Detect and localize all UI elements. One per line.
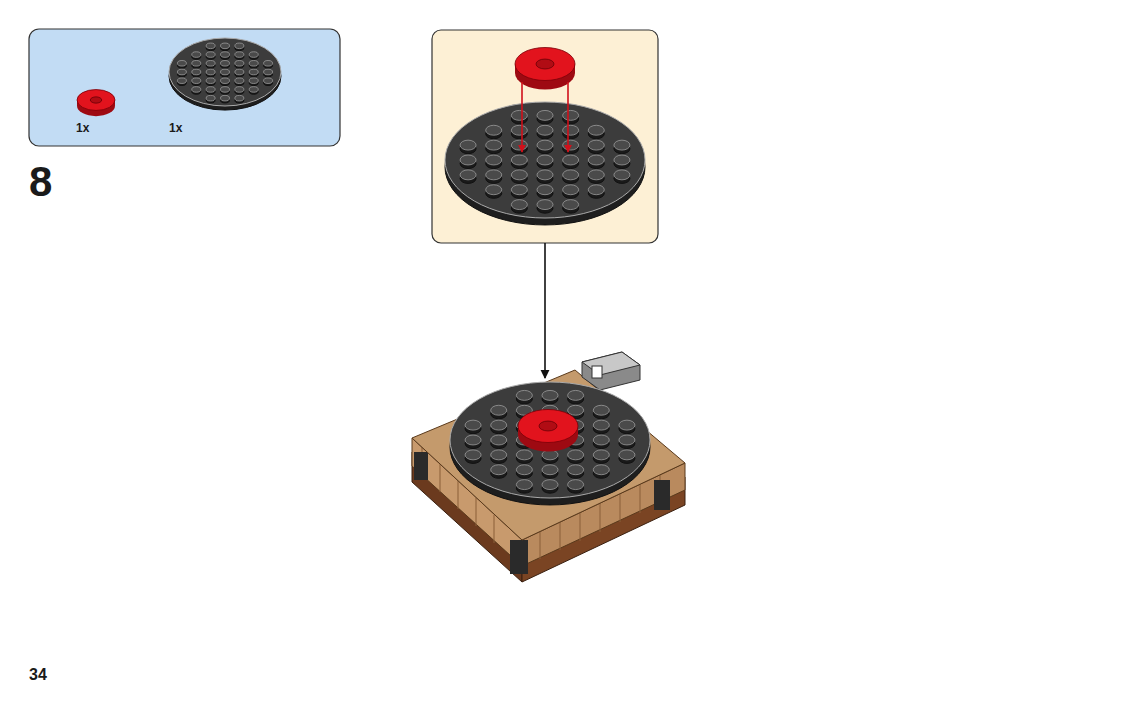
parts-panel — [29, 29, 340, 146]
part-count: 1x — [169, 121, 182, 135]
placement-arrow — [521, 82, 523, 152]
step-arrow — [544, 243, 546, 378]
round-tile — [515, 48, 575, 90]
model-base — [412, 352, 685, 582]
parts-list: 1x 1x — [29, 29, 340, 146]
round-plate-part — [169, 38, 281, 110]
page-number: 34 — [29, 666, 47, 684]
placement-arrow — [567, 82, 569, 152]
part-count: 1x — [76, 121, 89, 135]
model-turntable — [450, 382, 650, 505]
callout-panel — [432, 30, 658, 243]
model-tile — [518, 410, 578, 452]
round-plate — [445, 102, 645, 225]
step-number: 8 — [29, 158, 52, 206]
round-tile-part — [77, 90, 115, 117]
